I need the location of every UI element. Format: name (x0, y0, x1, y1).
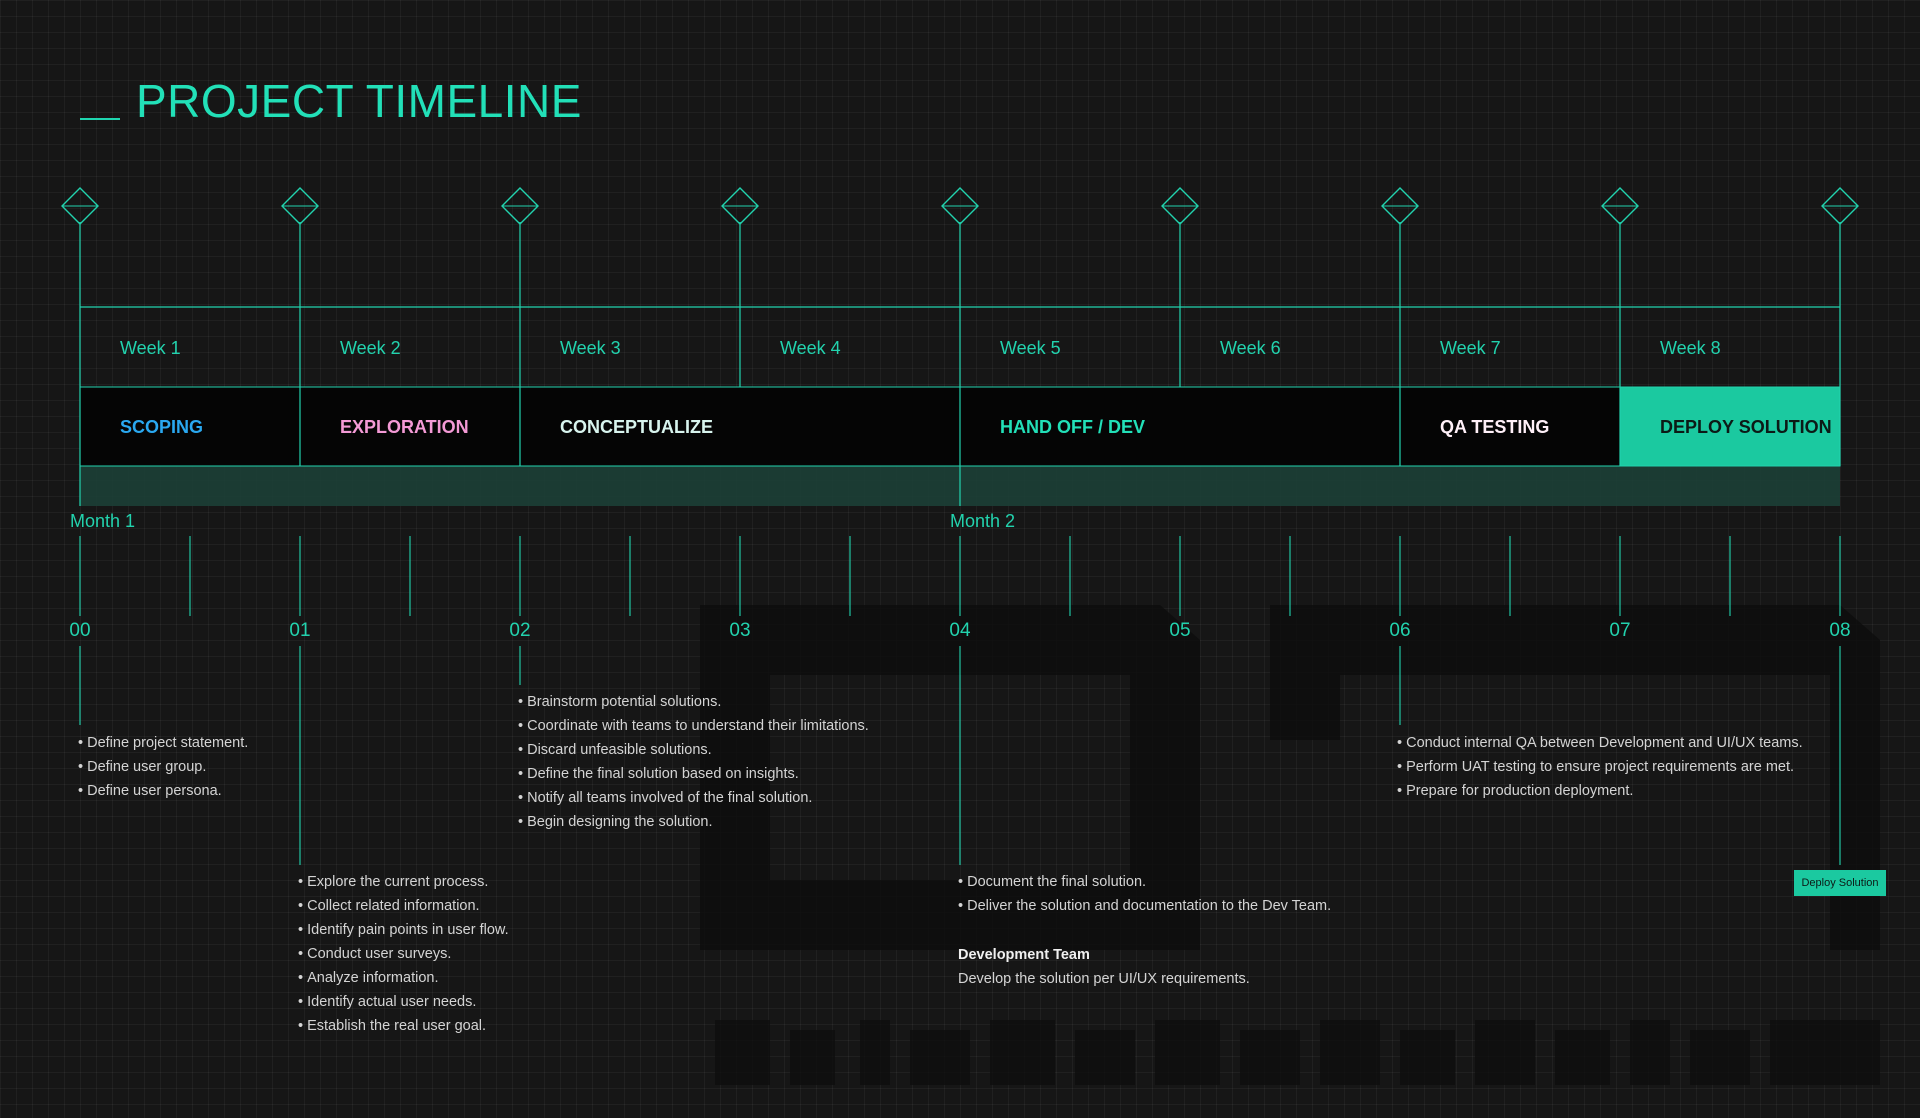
week-label-4: Week 4 (780, 338, 841, 358)
note-item: Deliver the solution and documentation t… (958, 894, 1331, 918)
phase-block (959, 386, 1401, 467)
title-block: PROJECT TIMELINE (80, 78, 582, 124)
phase-label-5: DEPLOY SOLUTION (1660, 417, 1832, 437)
scale-number-03: 03 (729, 620, 751, 641)
scale-number-02: 02 (509, 620, 531, 641)
week-label-6: Week 6 (1220, 338, 1281, 358)
note-item: Perform UAT testing to ensure project re… (1397, 755, 1803, 779)
notes-week7: Conduct internal QA between Development … (1397, 731, 1803, 803)
month-label-1: Month 1 (70, 511, 136, 531)
note-item: Explore the current process. (298, 870, 509, 894)
note-item: Establish the real user goal. (298, 1014, 509, 1038)
phase-block (79, 386, 301, 467)
note-item: Define project statement. (78, 731, 248, 755)
scale-number-05: 05 (1169, 620, 1191, 641)
scale-number-04: 04 (949, 620, 971, 641)
scale-number-00: 00 (69, 620, 91, 641)
note-item: Prepare for production deployment. (1397, 779, 1803, 803)
note-item: Conduct internal QA between Development … (1397, 731, 1803, 755)
week-label-2: Week 2 (340, 338, 401, 358)
milestone-diamond (1601, 187, 1639, 225)
phase-label-0: SCOPING (120, 417, 204, 437)
note-item: Conduct user surveys. (298, 942, 509, 966)
note-item: Collect related information. (298, 894, 509, 918)
note-item: Analyze information. (298, 966, 509, 990)
phase-block (519, 386, 961, 467)
week-label-7: Week 7 (1440, 338, 1501, 358)
week-label-8: Week 8 (1660, 338, 1721, 358)
phase-block (1399, 386, 1621, 467)
deploy-solution-tag: Deploy Solution (1794, 870, 1886, 896)
note-item: Coordinate with teams to understand thei… (518, 714, 869, 738)
note-item: Define user group. (78, 755, 248, 779)
milestone-diamond (501, 187, 539, 225)
phase-label-4: QA TESTING (1440, 417, 1550, 437)
note-item: Brainstorm potential solutions. (518, 690, 869, 714)
dev-team-text: Develop the solution per UI/UX requireme… (958, 971, 1250, 987)
scale-number-07: 07 (1609, 620, 1631, 641)
notes-week5: Document the final solution. Deliver the… (958, 870, 1331, 918)
week-label-1: Week 1 (120, 338, 181, 358)
milestone-diamond (1161, 187, 1199, 225)
scale-number-06: 06 (1389, 620, 1411, 641)
notes-week1: Define project statement. Define user gr… (78, 731, 248, 803)
title-underscore (80, 118, 120, 120)
dev-team-block: Development Team Develop the solution pe… (958, 943, 1250, 991)
phase-label-1: EXPLORATION (340, 417, 469, 437)
month-label-2: Month 2 (950, 511, 1016, 531)
week-label-3: Week 3 (560, 338, 621, 358)
page-title: PROJECT TIMELINE (136, 75, 582, 127)
milestone-diamond (721, 187, 759, 225)
dev-team-title: Development Team (958, 947, 1090, 963)
phase-label-3: HAND OFF / DEV (1000, 417, 1146, 437)
milestone-diamond (941, 187, 979, 225)
note-item: Begin designing the solution. (518, 810, 869, 834)
milestone-diamond (61, 187, 99, 225)
milestone-diamond (1381, 187, 1419, 225)
scale-number-08: 08 (1829, 620, 1851, 641)
note-item: Notify all teams involved of the final s… (518, 786, 869, 810)
notes-week2: Explore the current process. Collect rel… (298, 870, 509, 1038)
note-item: Define user persona. (78, 779, 248, 803)
notes-week3: Brainstorm potential solutions. Coordina… (518, 690, 869, 834)
note-item: Discard unfeasible solutions. (518, 738, 869, 762)
milestone-diamond (281, 187, 319, 225)
note-item: Define the final solution based on insig… (518, 762, 869, 786)
phase-block (1619, 386, 1841, 467)
week-label-5: Week 5 (1000, 338, 1061, 358)
milestone-diamond (1821, 187, 1859, 225)
scale-number-01: 01 (289, 620, 311, 641)
note-item: Document the final solution. (958, 870, 1331, 894)
phase-block (299, 386, 521, 467)
note-item: Identify pain points in user flow. (298, 918, 509, 942)
note-item: Identify actual user needs. (298, 990, 509, 1014)
phase-label-2: CONCEPTUALIZE (560, 417, 713, 437)
